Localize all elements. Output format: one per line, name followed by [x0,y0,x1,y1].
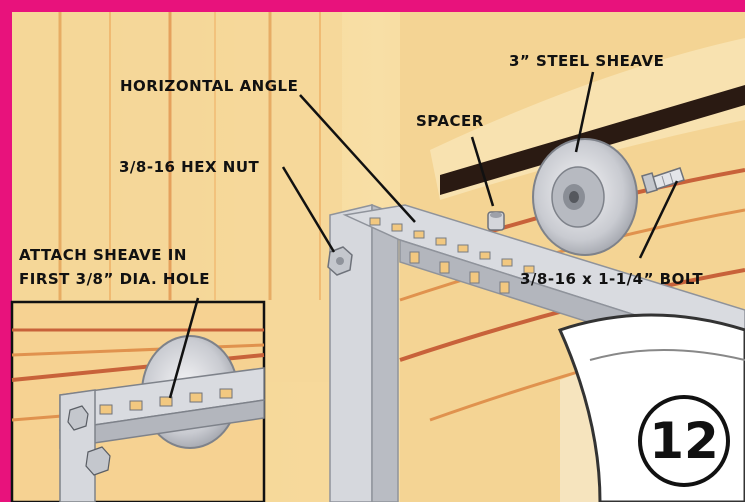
horizontal-angle-label: HORIZONTAL ANGLE [120,77,299,95]
vertical-angle [329,203,399,502]
spacer-label: SPACER [416,112,484,130]
detail-inset [10,300,266,502]
spacer-part [487,211,505,231]
attach-sheave-label-line1: ATTACH SHEAVE IN [19,246,187,264]
bolt-label: 3/8-16 x 1-1/4” BOLT [520,270,704,288]
step-number-badge: 12 [638,395,730,487]
leader-lines [168,71,679,399]
attach-sheave-label-line2: FIRST 3/8” DIA. HOLE [19,270,211,288]
steel-sheave-label: 3” STEEL SHEAVE [509,52,665,70]
hex-nut [327,246,353,276]
hex-nut-label: 3/8-16 HEX NUT [119,158,260,176]
steel-sheave [532,138,638,256]
bolt-part [641,167,685,194]
